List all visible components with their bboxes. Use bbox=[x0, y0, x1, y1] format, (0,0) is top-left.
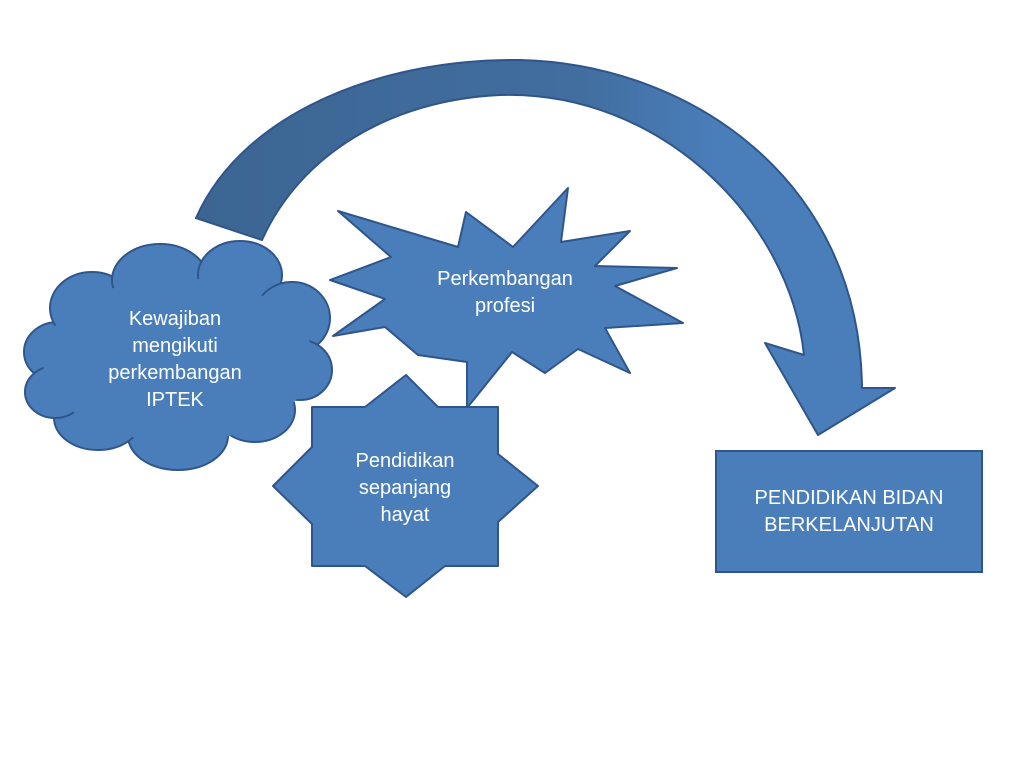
star-label-line: hayat bbox=[380, 503, 430, 526]
cloud-label-line: Kewajiban bbox=[128, 308, 222, 330]
explosion-label-line: profesi bbox=[474, 295, 536, 317]
cloud-label: Kewajiban mengikuti perkembangan IPTEK bbox=[70, 296, 280, 424]
cloud-label-line: IPTEK bbox=[146, 389, 204, 411]
cloud-label-line: perkembangan bbox=[108, 362, 242, 384]
star-label-line: sepanjang bbox=[358, 476, 452, 499]
box-label: PENDIDIKAN BIDAN BERKELANJUTAN bbox=[716, 451, 982, 572]
explosion-label-line: Perkembangan bbox=[437, 268, 573, 290]
star-shape bbox=[272, 374, 539, 598]
star-label-line: Pendidikan bbox=[355, 449, 455, 472]
box-label-line: BERKELANJUTAN bbox=[764, 513, 934, 536]
cloud-label-line: mengikuti bbox=[132, 335, 218, 357]
box-label-line: PENDIDIKAN BIDAN bbox=[754, 486, 944, 509]
cloud-shape bbox=[23, 240, 333, 471]
box-shape bbox=[715, 450, 983, 573]
curved-arrow-icon bbox=[195, 58, 896, 436]
explosion-shape bbox=[329, 187, 684, 409]
star-label: Pendidikan sepanjang hayat bbox=[330, 442, 480, 534]
explosion-label: Perkembangan profesi bbox=[415, 262, 595, 324]
